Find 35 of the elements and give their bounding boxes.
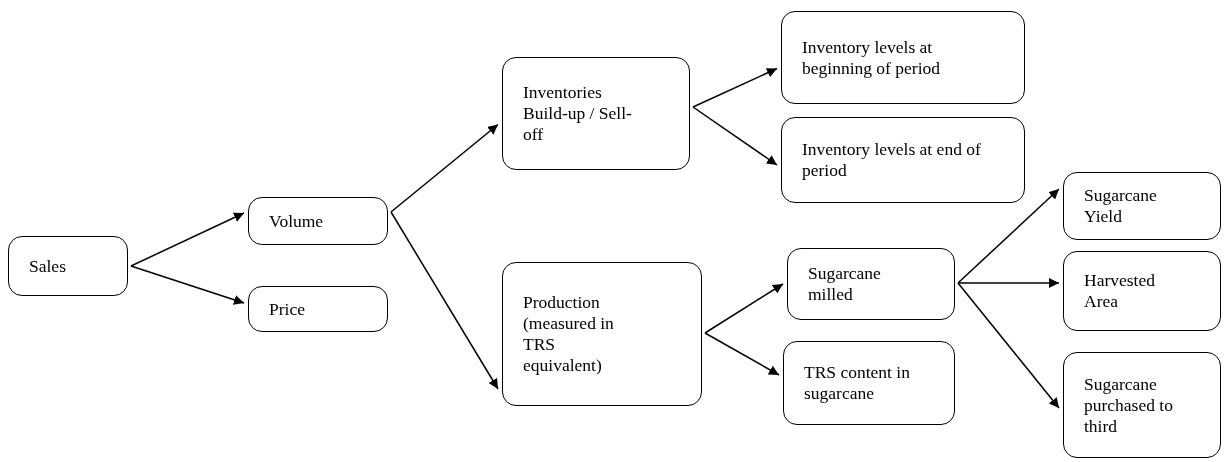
arrow (704, 332, 780, 376)
process-box (502, 57, 690, 170)
arrow (390, 211, 499, 390)
arrow (390, 123, 499, 213)
box-label: Volume (269, 210, 325, 232)
box-label: Price (269, 298, 306, 320)
process-box (781, 11, 1025, 104)
process-box (502, 262, 702, 406)
process-box (1063, 352, 1221, 458)
arrow (957, 278, 1060, 288)
arrow (130, 265, 245, 305)
arrow (692, 67, 778, 108)
process-box (1063, 251, 1221, 331)
box-label: Inventories Build-up / Sell-off (523, 82, 633, 145)
process-box (781, 117, 1025, 203)
box-label: Inventory levels at beginning of period (802, 36, 942, 79)
arrow (130, 212, 245, 267)
process-box (248, 286, 388, 332)
box-label: Harvested Area (1084, 270, 1156, 312)
box-label: Inventory levels at end of period (802, 139, 982, 181)
process-box (1063, 172, 1221, 240)
box-label: Sugarcane milled (808, 263, 882, 305)
process-box (248, 197, 388, 245)
box-label: Sales (29, 255, 67, 277)
process-box (8, 236, 128, 296)
box-label: Sugarcane purchased to third (1084, 373, 1174, 437)
box-label: Sugarcane Yield (1084, 185, 1158, 227)
arrow (692, 106, 778, 166)
process-box (783, 341, 955, 425)
arrow (704, 283, 784, 334)
box-label: TRS content in sugarcane (804, 362, 911, 404)
process-box (787, 248, 955, 320)
arrow (957, 282, 1060, 409)
arrow (957, 188, 1060, 284)
box-label: Production (measured in TRS equivalent) (523, 292, 615, 376)
